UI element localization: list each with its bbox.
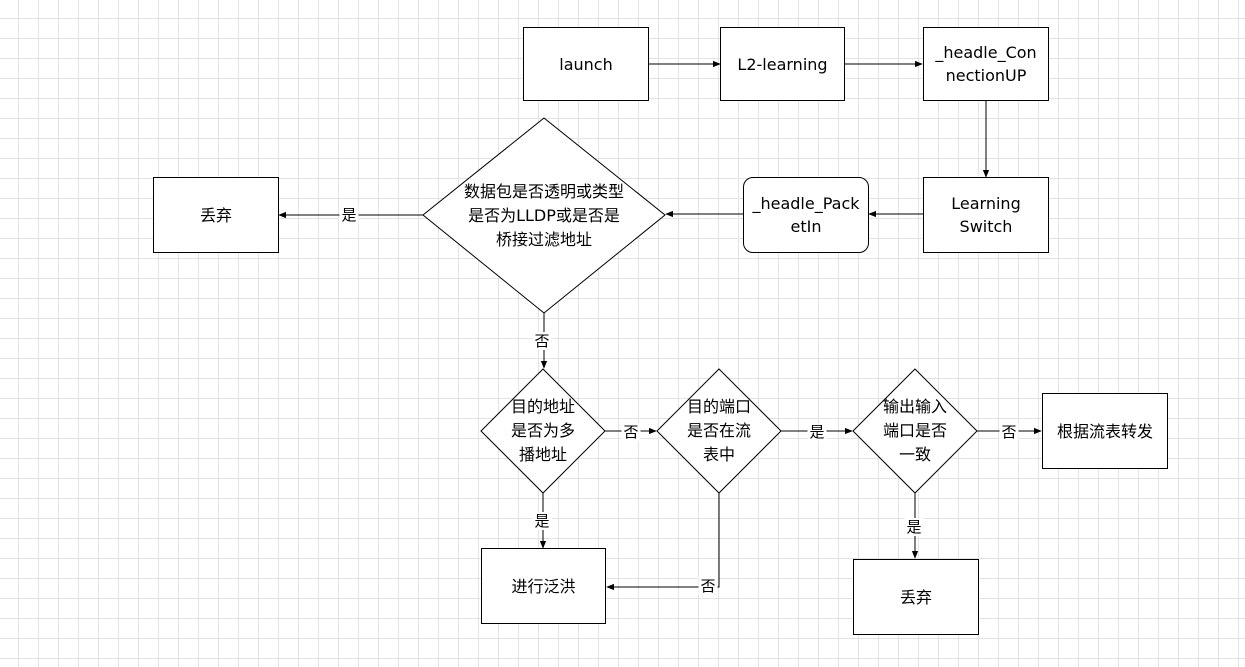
node-handle-connection-up: _headle_ConnectionUP: [923, 27, 1049, 101]
edge-port-in-table-to-flood: [606, 493, 720, 591]
node-discard-top-label: 丢弃: [199, 205, 232, 225]
edge-label-check-no: 否: [532, 332, 552, 350]
node-flood-label: 进行泛洪: [511, 576, 576, 596]
edge-label-multicast-yes: 是: [532, 512, 552, 530]
edge-label-port-in-table-yes: 是: [807, 423, 827, 441]
node-discard-bottom-label: 丢弃: [899, 587, 932, 607]
node-handle-packet-in-label: _headle_PacketIn: [752, 194, 860, 236]
node-learning-switch: Learning Switch: [923, 177, 1049, 253]
edge-label-multicast-no: 否: [621, 423, 641, 441]
edge-label-port-in-table-no: 否: [698, 577, 718, 595]
node-learning-switch-label: Learning Switch: [951, 194, 1021, 236]
node-l2-learning: L2-learning: [720, 27, 845, 101]
decision-ports-match-label: 输出输入端口是否一致: [882, 397, 947, 464]
decision-check-packet-label: 数据包是否透明或类型是否为LLDP或是否是桥接过滤地址: [464, 182, 625, 249]
node-discard-top: 丢弃: [153, 177, 279, 253]
edge-label-check-yes: 是: [339, 206, 359, 224]
node-l2-learning-label: L2-learning: [737, 54, 828, 74]
node-launch: launch: [523, 27, 649, 101]
node-handle-connection-up-label: _headle_ConnectionUP: [935, 43, 1037, 85]
decision-port-in-table-label: 目的端口是否在流表中: [686, 397, 751, 464]
node-launch-label: launch: [559, 54, 613, 74]
node-forward-by-table: 根据流表转发: [1042, 393, 1168, 469]
decision-multicast-label: 目的地址是否为多播地址: [510, 397, 575, 464]
node-flood: 进行泛洪: [481, 548, 606, 624]
edge-label-ports-match-yes: 是: [904, 518, 924, 536]
edge-label-ports-match-no: 否: [999, 423, 1019, 441]
node-handle-packet-in: _headle_PacketIn: [743, 177, 869, 253]
node-discard-bottom: 丢弃: [853, 559, 979, 635]
node-forward-by-table-label: 根据流表转发: [1056, 421, 1153, 441]
